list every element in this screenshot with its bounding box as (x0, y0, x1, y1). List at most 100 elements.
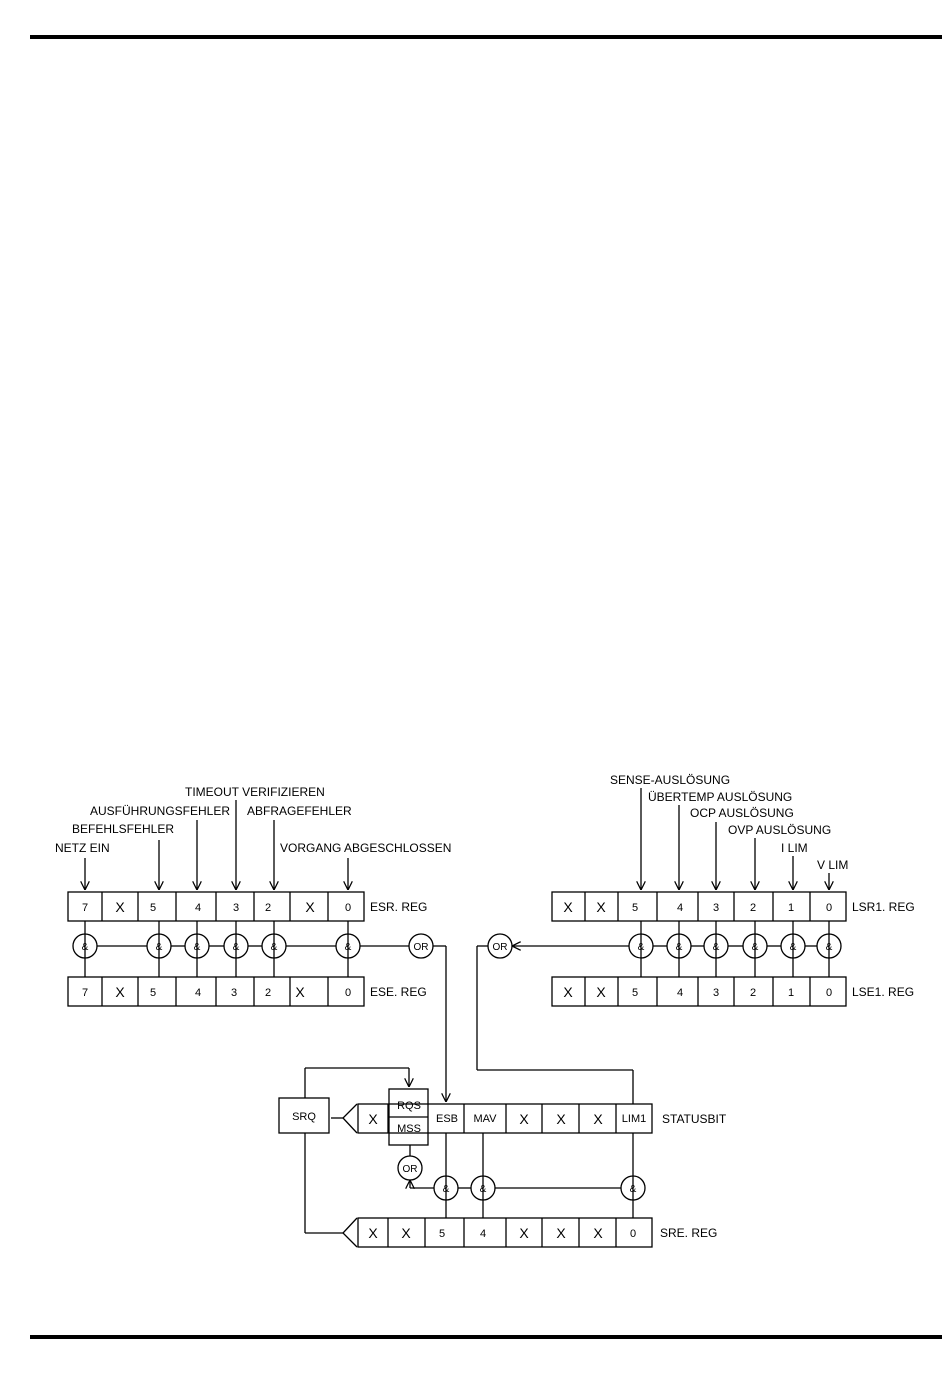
input-ocp-ausloesung: OCP AUSLÖSUNG (690, 806, 794, 820)
or-label: OR (493, 942, 508, 953)
ese-bit: 7 (82, 987, 88, 999)
and-label: & (443, 1184, 450, 1195)
and-gate (184, 933, 210, 959)
and-gate (335, 933, 361, 959)
lse-register-label: LSE1. REG (852, 985, 914, 999)
sre-bit: 5 (439, 1228, 445, 1240)
and-gate (666, 933, 692, 959)
lsr-bit: 0 (826, 902, 832, 914)
lse-bit: 5 (632, 987, 638, 999)
status-bit: X (368, 1111, 378, 1127)
and-gate (620, 1175, 646, 1201)
esr-register-label: ESR. REG (370, 900, 427, 914)
lse-bit: 1 (788, 987, 794, 999)
input-ausfuehrungsfehler: AUSFÜHRUNGSFEHLER (90, 804, 230, 818)
lse-bit: 4 (677, 987, 683, 999)
lse-bit: X (563, 984, 573, 1000)
ese-bit: 0 (345, 987, 351, 999)
and-label: & (630, 1184, 637, 1195)
and-gate (703, 933, 729, 959)
input-vorgang-abgeschlossen: VORGANG ABGESCHLOSSEN (280, 841, 451, 855)
input-sense-ausloesung: SENSE-AUSLÖSUNG (610, 773, 730, 787)
lsr-bit: 4 (677, 902, 683, 914)
status-bit: X (519, 1111, 529, 1127)
status-bit-esb: ESB (436, 1113, 458, 1125)
ese-bit: X (295, 984, 305, 1000)
and-gate (470, 1175, 496, 1201)
input-ovp-ausloesung: OVP AUSLÖSUNG (728, 823, 831, 837)
and-label: & (752, 942, 759, 953)
input-timeout-verifizieren: TIMEOUT VERIFIZIEREN (185, 785, 325, 799)
lsr-bit: 2 (750, 902, 756, 914)
and-label: & (194, 942, 201, 953)
sre-register (357, 1217, 653, 1248)
and-gate (816, 933, 842, 959)
lse-bit: X (596, 984, 606, 1000)
esr-bit: 7 (82, 902, 88, 914)
lsr-bit: 5 (632, 902, 638, 914)
esr-bit: 5 (150, 902, 156, 914)
sre-bit: X (593, 1225, 603, 1241)
or-gate-status (397, 1155, 423, 1181)
and-gate (780, 933, 806, 959)
ese-bit: 5 (150, 987, 156, 999)
and-label: & (156, 942, 163, 953)
and-label: & (638, 942, 645, 953)
and-label: & (233, 942, 240, 953)
esr-bit: 2 (265, 902, 271, 914)
bottom-rule (30, 1335, 942, 1339)
top-rule (30, 35, 942, 39)
sre-bit: 4 (480, 1228, 486, 1240)
input-uebertemp-ausloesung: ÜBERTEMP AUSLÖSUNG (648, 790, 792, 804)
lsr-bit: X (563, 899, 573, 915)
lse-register (551, 976, 847, 1007)
and-label: & (271, 942, 278, 953)
input-befehlsfehler: BEFEHLSFEHLER (72, 822, 174, 836)
srq-box (278, 1097, 330, 1134)
lse-bit: 2 (750, 987, 756, 999)
lsr-bit: X (596, 899, 606, 915)
or-label: OR (414, 942, 429, 953)
and-gate (261, 933, 287, 959)
input-netz-ein: NETZ EIN (55, 841, 110, 855)
lsr-register-label: LSR1. REG (852, 900, 915, 914)
input-i-lim: I LIM (781, 841, 808, 855)
and-label: & (676, 942, 683, 953)
or-gate-lsr (487, 933, 513, 959)
ese-register-label: ESE. REG (370, 985, 427, 999)
and-label: & (480, 1184, 487, 1195)
and-gate (223, 933, 249, 959)
ese-bit: 3 (231, 987, 237, 999)
status-register-label: STATUSBIT (662, 1112, 727, 1126)
lsr-register (551, 891, 847, 922)
ese-bit: X (115, 984, 125, 1000)
esr-bit: 4 (195, 902, 201, 914)
sre-bit: 0 (630, 1228, 636, 1240)
and-gate (146, 933, 172, 959)
ese-bit: 4 (195, 987, 201, 999)
lse-bit: 3 (713, 987, 719, 999)
sre-bit: X (519, 1225, 529, 1241)
status-bit-rqs: RQS (397, 1100, 421, 1112)
esr-bit: X (115, 899, 125, 915)
and-label: & (345, 942, 352, 953)
status-bit-lim1: LIM1 (622, 1113, 646, 1125)
and-gate (628, 933, 654, 959)
and-gate (72, 933, 98, 959)
and-gate (433, 1175, 459, 1201)
esr-bit: 3 (233, 902, 239, 914)
status-bit-mss: MSS (397, 1123, 421, 1135)
or-label: OR (403, 1164, 418, 1175)
sre-register-label: SRE. REG (660, 1226, 717, 1240)
lsr-bit: 1 (788, 902, 794, 914)
esr-bit: X (305, 899, 315, 915)
and-label: & (82, 942, 89, 953)
lse-bit: 0 (826, 987, 832, 999)
and-label: & (826, 942, 833, 953)
input-v-lim: V LIM (817, 858, 848, 872)
ese-bit: 2 (265, 987, 271, 999)
sre-bit: X (556, 1225, 566, 1241)
or-gate-esr (408, 933, 434, 959)
and-gate (742, 933, 768, 959)
